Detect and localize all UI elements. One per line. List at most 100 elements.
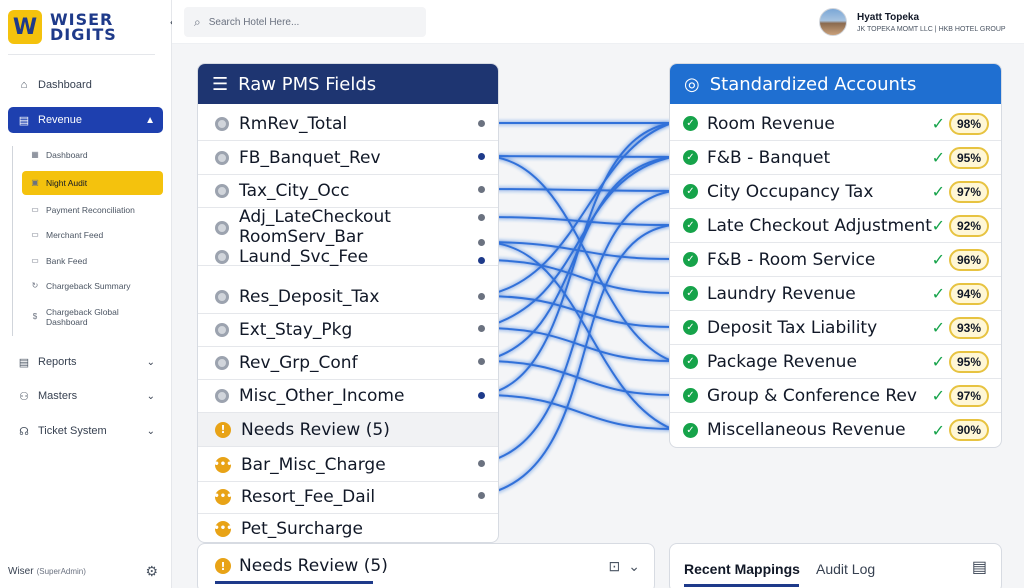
account-row[interactable]: ✓City Occupancy Tax✓97% [670, 175, 1001, 209]
connector-port[interactable] [478, 392, 485, 399]
raw-field-row[interactable]: FB_Banquet_Rev [198, 141, 498, 175]
checkmark-icon: ✓ [931, 148, 945, 167]
confidence-badge: 95% [949, 146, 989, 169]
raw-pms-fields-panel: ☰ Raw PMS Fields RmRev_Total FB_Banquet_… [197, 63, 499, 543]
connector [481, 241, 673, 430]
card-controls: ⊡ ⌄ [609, 558, 640, 575]
connector [481, 156, 673, 329]
raw-field-name: Adj_LateCheckout [239, 206, 391, 227]
checkmark-icon: ✓ [931, 216, 945, 235]
search-box: ⌕ [184, 7, 426, 37]
tab-audit-log[interactable]: Audit Log [816, 561, 876, 577]
connector [481, 394, 673, 430]
review-field-row[interactable]: •••Pet_Surcharge [198, 512, 498, 542]
account-row[interactable]: ✓F&B - Room Service✓96% [670, 243, 1001, 277]
raw-field-row[interactable]: Ext_Stay_Pkg [198, 313, 498, 347]
connector-port[interactable] [478, 120, 485, 127]
sidebar: W WISER DIGITS ‹ ⌂ Dashboard ▤ Revenue ▲… [0, 0, 174, 588]
sidebar-item-reports[interactable]: ▤ Reports ⌄ [8, 349, 163, 375]
account-row[interactable]: ✓Group & Conference Rev✓97% [670, 379, 1001, 413]
raw-field-row-group[interactable]: Adj_LateCheckout RoomServ_Bar Laund_Svc_… [198, 207, 498, 267]
sidebar-subitem-night-audit[interactable]: ▣ Night Audit [22, 171, 163, 195]
account-row[interactable]: ✓Room Revenue✓98% [670, 107, 1001, 141]
sidebar-subitem-dashboard[interactable]: ▦ Dashboard [22, 143, 163, 167]
raw-field-name: Res_Deposit_Tax [239, 286, 380, 307]
hotel-company: JK TOPEKA MOMT LLC | HKB HOTEL GROUP [857, 25, 1006, 33]
checkmark-icon: ✓ [931, 386, 945, 405]
account-row[interactable]: ✓F&B - Banquet✓95% [670, 141, 1001, 175]
sidebar-subitem-chargeback-summary[interactable]: ↻ Chargeback Summary [22, 274, 163, 298]
raw-field-name: Laund_Svc_Fee [239, 246, 369, 267]
document-icon[interactable]: ▤ [971, 559, 987, 576]
account-row[interactable]: ✓Deposit Tax Liability✓93% [670, 311, 1001, 345]
account-row[interactable]: ✓Miscellaneous Revenue✓90% [670, 413, 1001, 447]
account-row[interactable]: ✓Late Checkout Adjustment✓92% [670, 209, 1001, 243]
field-dot-icon [215, 150, 229, 165]
brand-logo[interactable]: W WISER DIGITS [8, 10, 117, 44]
raw-field-row[interactable]: RmRev_Total [198, 107, 498, 141]
gear-icon[interactable]: ⚙ [145, 563, 158, 579]
check-circle-icon: ✓ [683, 354, 698, 369]
needs-review-card: ! Needs Review (5) ⊡ ⌄ [197, 543, 655, 588]
raw-field-row[interactable]: Misc_Other_Income [198, 379, 498, 413]
headset-icon: ☊ [19, 425, 29, 438]
connector-port[interactable] [478, 325, 485, 332]
needs-review-card-label: Needs Review (5) [239, 556, 388, 576]
chevron-down-icon: ⌄ [146, 425, 155, 437]
connector-port[interactable] [478, 153, 485, 160]
ellipsis-icon: ••• [213, 488, 233, 505]
tab-recent-mappings[interactable]: Recent Mappings [684, 561, 800, 577]
raw-panel-title: Raw PMS Fields [238, 73, 377, 95]
sidebar-subitem-payment-reconciliation[interactable]: ▭ Payment Reconciliation [22, 198, 163, 222]
sidebar-item-revenue[interactable]: ▤ Revenue ▲ [8, 107, 163, 133]
raw-field-stack: Adj_LateCheckout RoomServ_Bar Laund_Svc_… [215, 207, 391, 267]
ellipsis-icon: ••• [213, 520, 233, 537]
check-circle-icon: ✓ [683, 422, 698, 438]
needs-review-heading[interactable]: !Needs Review (5) [198, 413, 498, 447]
review-field-row[interactable]: •••Bar_Misc_Charge [198, 448, 498, 482]
account-row[interactable]: ✓Package Revenue✓95% [670, 345, 1001, 379]
raw-field-row[interactable]: Res_Deposit_Tax [198, 280, 498, 314]
connector-port[interactable] [478, 293, 485, 300]
checkmark-icon: ✓ [931, 284, 945, 303]
connector-port[interactable] [478, 460, 485, 467]
connector-port[interactable] [478, 257, 485, 264]
unlock-icon[interactable]: ⊡ [608, 558, 621, 574]
confidence-badge: 95% [949, 350, 989, 373]
field-dot-icon [215, 183, 229, 198]
connector-port[interactable] [478, 214, 485, 221]
search-input[interactable] [208, 16, 409, 28]
sidebar-subitem-merchant-feed[interactable]: ▭ Merchant Feed [22, 223, 163, 247]
review-field-row[interactable]: ••• Resort_Fee_Dail [198, 480, 498, 514]
sidebar-subitem-label: Payment Reconciliation [46, 205, 135, 215]
connector [481, 216, 673, 226]
field-dot-icon [215, 116, 229, 131]
sidebar-item-masters[interactable]: ⚇ Masters ⌄ [8, 383, 163, 409]
sidebar-item-dashboard[interactable]: ⌂ Dashboard [8, 72, 163, 98]
raw-field-name: Misc_Other_Income [239, 385, 405, 406]
sidebar-subitem-bank-feed[interactable]: ▭ Bank Feed [22, 249, 163, 273]
account-name: Late Checkout Adjustment [707, 215, 932, 236]
chevron-down-icon[interactable]: ⌄ [628, 558, 640, 574]
raw-field-row[interactable]: Tax_City_Occ [198, 174, 498, 208]
connector-port[interactable] [478, 358, 485, 365]
account-name: F&B - Room Service [707, 249, 876, 270]
connector-port[interactable] [478, 492, 485, 499]
needs-review-card-title[interactable]: ! Needs Review (5) [215, 556, 388, 576]
confidence-badge: 92% [949, 214, 989, 237]
check-circle-icon: ✓ [683, 184, 698, 199]
review-field-name: Resort_Fee_Dail [241, 486, 376, 507]
account-row[interactable]: ✓Laundry Revenue✓94% [670, 277, 1001, 311]
account-name: Package Revenue [707, 351, 857, 372]
raw-field-row[interactable]: Rev_Grp_Conf [198, 346, 498, 380]
account-name: F&B - Banquet [707, 147, 831, 168]
connector-port[interactable] [478, 186, 485, 193]
sidebar-item-ticket-system[interactable]: ☊ Ticket System ⌄ [8, 418, 163, 444]
sidebar-item-label: Ticket System [38, 425, 107, 437]
sidebar-subitem-chargeback-global[interactable]: $ Chargeback Global Dashboard [22, 304, 163, 330]
bank-icon: ▭ [31, 256, 39, 265]
connector-port[interactable] [478, 239, 485, 246]
report-icon: ▤ [18, 356, 30, 369]
hotel-selector[interactable]: Hyatt Topeka JK TOPEKA MOMT LLC | HKB HO… [819, 8, 1006, 36]
review-field-name: Bar_Misc_Charge [241, 454, 386, 475]
